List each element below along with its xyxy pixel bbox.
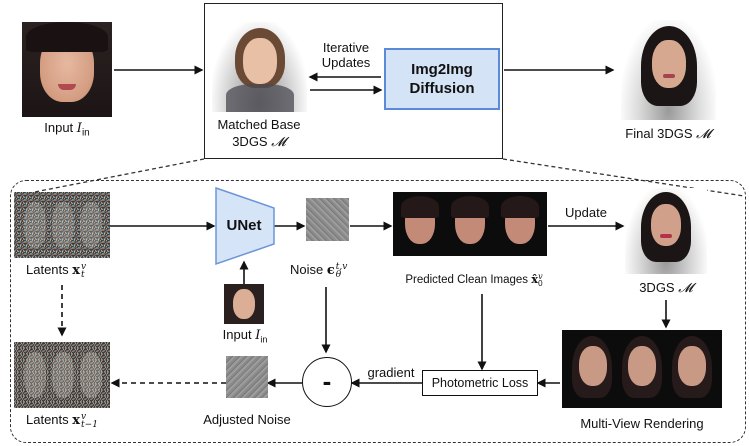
latents-t-silhouette-3 (80, 202, 102, 248)
predicted-sup: v (538, 271, 543, 281)
input-small-subscript: in (260, 334, 268, 345)
zoom-link-right (502, 158, 745, 197)
latents-t-symbol: x (72, 263, 81, 278)
predicted-sub: 0 (538, 278, 543, 288)
matched-base-line1: Matched Base (217, 117, 301, 132)
final-3dgs-mouth (663, 74, 675, 78)
input-label-text: Input (44, 120, 74, 135)
img2img-diffusion-box: Img2Img Diffusion (384, 48, 500, 110)
input-face-hair (26, 22, 108, 52)
input-label: Input Iin (22, 120, 112, 141)
matched-base-image (212, 22, 307, 112)
final-label: Final 3DGS 𝓜 (604, 126, 732, 142)
matched-base-label: Matched Base 3DGS 𝓜 (206, 117, 312, 150)
adjusted-noise-label: Adjusted Noise (203, 412, 291, 427)
input-small-face (233, 289, 255, 319)
latents-t-text: Latents (26, 262, 69, 277)
gs-bottom-face (651, 204, 681, 246)
noise-sup: t,v (335, 261, 348, 272)
minus-symbol: - (322, 365, 332, 396)
latents-t-sup: v (81, 261, 87, 272)
input-symbol: I (76, 121, 82, 136)
latents-t1-silhouette-1 (24, 352, 46, 398)
zoom-link-left (13, 158, 205, 197)
img2img-line1: Img2Img (411, 61, 473, 78)
update-label: Update (565, 205, 607, 220)
multiview-label: Multi-View Rendering (580, 416, 704, 431)
predicted-hair-3 (501, 196, 539, 218)
gs-bottom-label: 3DGS 𝓜 (620, 280, 712, 296)
latents-t1-silhouette-3 (80, 352, 102, 398)
unet-label: UNet (226, 217, 262, 234)
matched-base-line2: 3DGS (232, 134, 268, 149)
gs-bottom-image (625, 188, 707, 274)
predicted-hair-2 (451, 196, 489, 218)
matched-base-line2-row: 3DGS 𝓜 (206, 134, 312, 150)
multiview-images (562, 330, 722, 408)
bottom-dashed-frame (10, 180, 746, 443)
latents-t1-image (14, 342, 110, 408)
input-face-image (22, 22, 112, 117)
iterative-label: Iterative Updates (307, 40, 385, 70)
img2img-line2: Diffusion (409, 80, 475, 97)
matched-base-face (243, 38, 277, 84)
iterative-line2: Updates (321, 55, 371, 70)
noise-text: Noise (290, 262, 324, 277)
predicted-text: Predicted Clean Images (405, 274, 529, 286)
adjusted-noise-image (226, 356, 268, 398)
input-face-mouth (58, 84, 76, 90)
input-small-text: Input (222, 327, 252, 342)
predicted-hair-1 (401, 196, 439, 218)
unet-block (215, 186, 275, 266)
input-small-symbol: I (255, 328, 261, 343)
matched-base-m: 𝓜 (271, 135, 286, 150)
noise-sub: θ (335, 269, 342, 280)
latents-t-silhouette-1 (24, 202, 46, 248)
gs-bottom-mouth (660, 234, 672, 238)
latents-t-sub: t (81, 269, 85, 280)
final-m: 𝓜 (696, 127, 711, 142)
input-small-image (224, 284, 264, 324)
photometric-label: Photometric Loss (431, 376, 529, 390)
iterative-line1: Iterative (322, 40, 370, 55)
latents-t1-silhouette-2 (52, 352, 74, 398)
final-3dgs-face (652, 40, 686, 88)
noise-symbol: ϵ (326, 263, 335, 278)
multiview-face-3 (678, 346, 706, 386)
latents-t1-sub: t−1 (81, 419, 98, 430)
final-3dgs-image (621, 20, 716, 120)
noise-image (306, 198, 349, 241)
latents-t1-symbol: x (72, 413, 81, 428)
multiview-face-1 (579, 346, 607, 386)
final-label-text: Final 3DGS (625, 126, 693, 141)
gs-bottom-m: 𝓜 (678, 281, 693, 296)
minus-operator: - (302, 357, 352, 407)
predicted-images (393, 192, 547, 256)
gradient-label: gradient (367, 365, 415, 380)
input-small-label: Input Iin (212, 327, 278, 348)
photometric-loss-box: Photometric Loss (422, 370, 538, 396)
input-subscript: in (81, 127, 90, 139)
matched-base-shoulders (226, 84, 294, 112)
predicted-symbol: x̂ (531, 272, 539, 286)
latents-t-silhouette-2 (52, 202, 74, 248)
latents-t1-text: Latents (26, 412, 69, 427)
top-frame (204, 3, 503, 159)
gs-bottom-text: 3DGS (639, 280, 675, 295)
latents-t-image (14, 192, 110, 258)
latents-t1-sup: v (81, 411, 87, 422)
multiview-face-2 (628, 346, 656, 386)
